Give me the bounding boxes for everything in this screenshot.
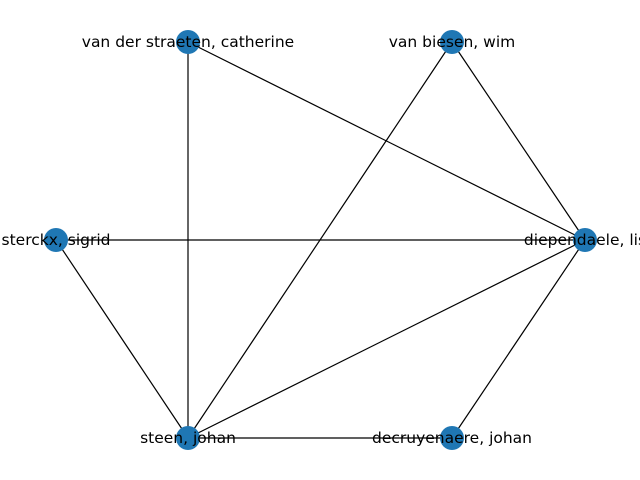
node-vbw <box>440 30 464 54</box>
edge-ss-sj <box>55 239 189 439</box>
node-label-vdsc: van der straeten, catherine <box>82 33 294 51</box>
node-label-sj: steen, johan <box>140 429 236 447</box>
node-sj <box>176 426 200 450</box>
node-label-vbw: van biesen, wim <box>389 33 515 51</box>
node-dj <box>440 426 464 450</box>
edge-dj-dl <box>451 239 586 439</box>
node-label-dj: decruyenaere, johan <box>372 429 532 447</box>
nodes-layer <box>44 30 597 450</box>
edge-vbw-dl <box>451 41 586 241</box>
node-dl <box>573 228 597 252</box>
node-vdsc <box>176 30 200 54</box>
edge-sj-dl <box>187 239 586 439</box>
node-label-dl: diependaele, lis <box>524 231 640 249</box>
edges-layer <box>55 41 586 439</box>
node-label-ss: sterckx, sigrid <box>2 231 111 249</box>
labels-layer: van der straeten, catherine van biesen, w… <box>2 33 640 447</box>
node-ss <box>44 228 68 252</box>
